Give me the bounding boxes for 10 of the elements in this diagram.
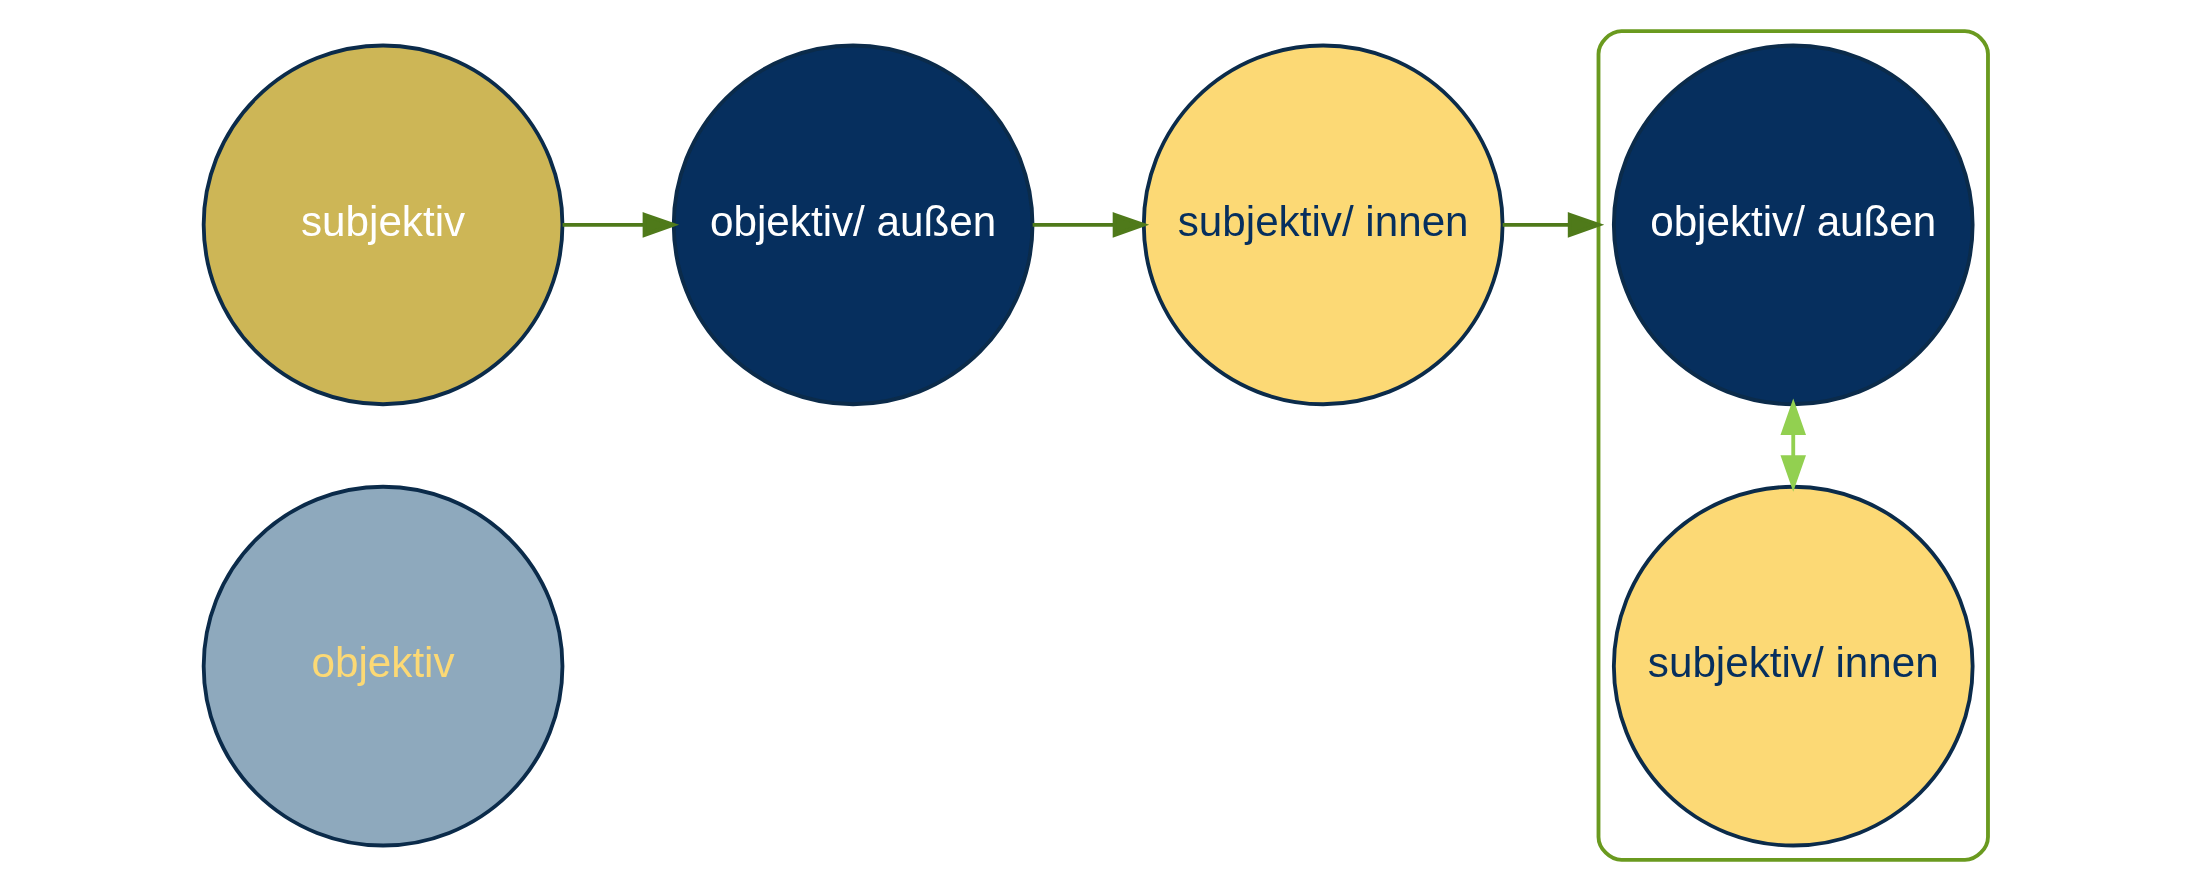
node-circle: objektiv/ außen [671, 43, 1034, 407]
node-circle: objektiv/ außen [1611, 43, 1975, 407]
arrow [1779, 398, 1806, 492]
node-circle: subjektiv/ innen [1611, 484, 1975, 848]
arrow [562, 212, 679, 238]
node-circle: subjektiv [201, 43, 564, 407]
arrow [1032, 212, 1149, 238]
cluster [1596, 29, 1990, 862]
node-circle: subjektiv/ innen [1141, 43, 1504, 407]
node-circle: objektiv [201, 484, 564, 848]
